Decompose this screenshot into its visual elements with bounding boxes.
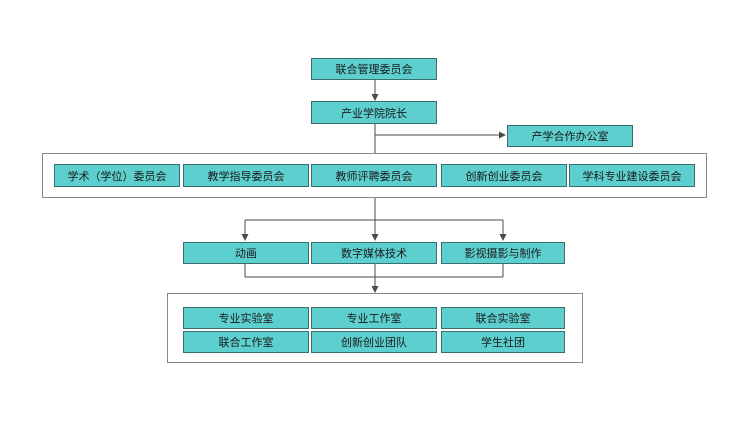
committee-box-faculty: 教师评聘委员会: [311, 164, 437, 187]
cooperation-office-box: 产学合作办公室: [507, 125, 633, 147]
major-box-animation: 动画: [183, 242, 309, 264]
facility-box-studio: 专业工作室: [311, 307, 437, 329]
facility-box-startup-team: 创新创业团队: [311, 331, 437, 353]
facility-box-lab: 专业实验室: [183, 307, 309, 329]
committee-box-teaching: 教学指导委员会: [183, 164, 309, 187]
facility-box-student-club: 学生社团: [441, 331, 565, 353]
dean-box: 产业学院院长: [311, 101, 437, 124]
facility-box-joint-studio: 联合工作室: [183, 331, 309, 353]
committee-box-discipline: 学科专业建设委员会: [569, 164, 695, 187]
major-box-digital-media: 数字媒体技术: [311, 242, 437, 264]
facilities-group: [167, 293, 583, 363]
major-box-film: 影视摄影与制作: [441, 242, 565, 264]
joint-management-committee-box: 联合管理委员会: [311, 58, 437, 80]
facility-box-joint-lab: 联合实验室: [441, 307, 565, 329]
committees-group: [42, 153, 707, 198]
committee-box-academic: 学术（学位）委员会: [54, 164, 180, 187]
committee-box-innovation: 创新创业委员会: [441, 164, 567, 187]
